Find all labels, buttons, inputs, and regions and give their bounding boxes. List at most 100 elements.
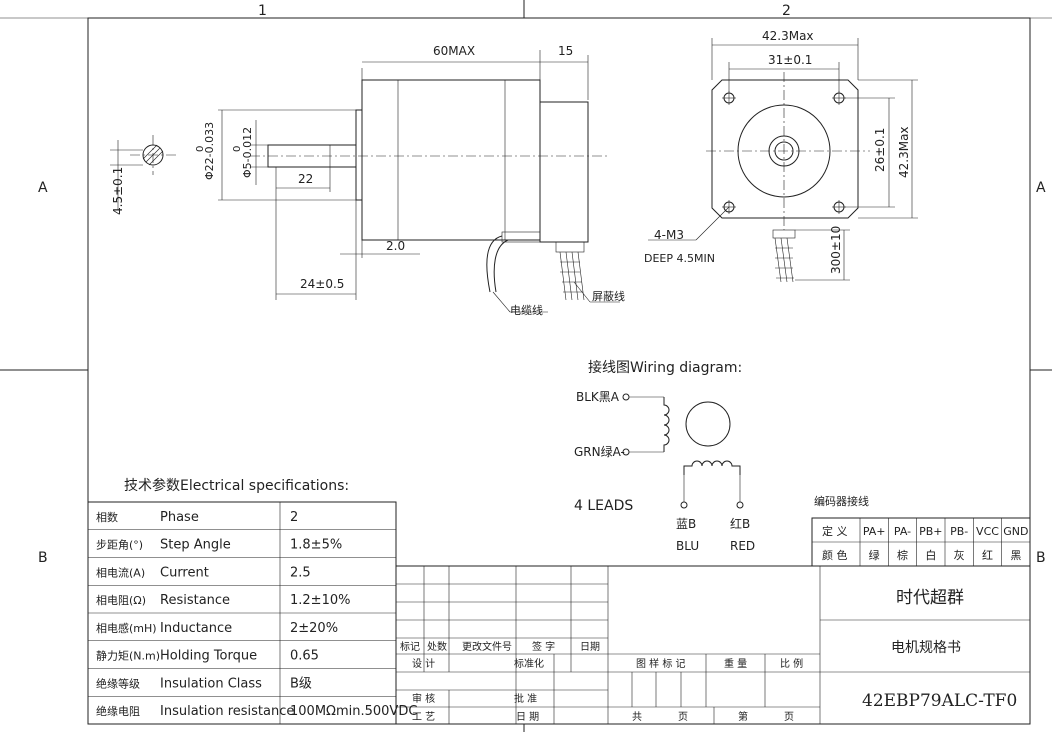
leads-label: 4 LEADS bbox=[574, 498, 633, 514]
tb-part-no: 42EBP79ALC-TF0 bbox=[862, 691, 1017, 711]
spec-value: 1.2±10% bbox=[290, 593, 350, 608]
tb-standard: 标准化 bbox=[514, 657, 544, 670]
spec-label-en: Resistance bbox=[160, 593, 230, 608]
encoder-pin: PA- bbox=[894, 525, 911, 538]
encoder-color: 白 bbox=[925, 548, 936, 562]
spec-value: B级 bbox=[290, 676, 312, 691]
wire-blk: BLK黑A bbox=[576, 390, 620, 404]
encoder-pin: PB- bbox=[950, 525, 968, 538]
spec-label-cn: 相电阻(Ω) bbox=[96, 594, 146, 607]
spec-row: 相数 Phase 2 bbox=[96, 510, 298, 525]
tb-drawing-mark: 图 样 标 记 bbox=[636, 657, 686, 670]
encoder-color: 黑 bbox=[1010, 549, 1021, 562]
spec-value: 2 bbox=[290, 510, 298, 525]
spec-label-cn: 绝缘电阻 bbox=[96, 704, 140, 718]
spec-label-en: Inductance bbox=[160, 621, 232, 636]
spec-label-en: Phase bbox=[160, 510, 199, 525]
wire-grn: GRN绿A- bbox=[574, 444, 625, 459]
tb-doc-name: 电机规格书 bbox=[891, 640, 961, 656]
spec-value: 1.8±5% bbox=[290, 538, 342, 553]
encoder-pin: PA+ bbox=[863, 525, 886, 538]
zone-row-a-right: A bbox=[1036, 180, 1046, 196]
tb-total: 共 bbox=[632, 711, 642, 723]
label-cable: 电缆线 bbox=[510, 303, 543, 317]
dim-shaft-len: 24±0.5 bbox=[300, 277, 344, 291]
tb-date: 日期 bbox=[580, 641, 600, 653]
tb-weight: 重 量 bbox=[724, 657, 747, 670]
spec-label-en: Insulation resistance bbox=[160, 704, 294, 719]
encoder-pin: GND bbox=[1003, 525, 1028, 538]
encoder-title: 编码器接线 bbox=[814, 494, 869, 508]
dim-shaft-small-tol: 0 bbox=[232, 146, 243, 152]
spec-label-cn: 静力矩(N.m) bbox=[96, 649, 160, 663]
tb-page: 页 bbox=[678, 711, 688, 723]
specs-title: 技术参数Electrical specifications: bbox=[124, 477, 349, 494]
spec-label-en: Step Angle bbox=[160, 538, 231, 553]
dim-hole-spacing-v: 26±0.1 bbox=[873, 128, 887, 172]
wire-red-cn: 红B bbox=[730, 516, 750, 531]
spec-row: 静力矩(N.m)Holding Torque 0.65 bbox=[96, 649, 319, 664]
encoder-pin: VCC bbox=[976, 525, 999, 538]
spec-label-cn: 相电流(A) bbox=[96, 565, 145, 579]
encoder-body bbox=[539, 101, 589, 243]
tb-review: 审 核 bbox=[412, 692, 435, 705]
dim-shaft-diameter-tol: 0 bbox=[195, 146, 206, 152]
spec-row: 相电阻(Ω) Resistance 1.2±10% bbox=[96, 593, 350, 608]
tb-sign: 签 字 bbox=[532, 640, 555, 653]
encoder-color-label: 颜 色 bbox=[822, 548, 848, 562]
encoder-color: 红 bbox=[982, 549, 993, 562]
tb-count: 处数 bbox=[427, 640, 447, 653]
tb-craft: 工 艺 bbox=[412, 711, 435, 723]
label-depth: DEEP 4.5MIN bbox=[644, 252, 715, 265]
tb-design: 设 计 bbox=[412, 657, 435, 670]
specs-table: 技术参数Electrical specifications: 相数 Phase 2 步… bbox=[87, 477, 417, 725]
side-view: 4.5±0.1 60MAX 15 Φ22-0.033 0 Φ5-0.012 0 bbox=[110, 44, 625, 317]
coil-b bbox=[683, 460, 741, 475]
title-block: 标记 处数 更改文件号 签 字 日期 设 计 标准化 审 核 批 准 工 艺 日… bbox=[395, 565, 1031, 725]
encoder-color: 灰 bbox=[954, 548, 965, 562]
encoder-pin: PB+ bbox=[919, 525, 942, 538]
tb-no: 第 bbox=[738, 710, 748, 723]
zone-row-b-right: B bbox=[1036, 550, 1046, 566]
label-shield: 屏蔽线 bbox=[592, 289, 625, 303]
spec-label-en: Insulation Class bbox=[160, 676, 262, 691]
wire-blu-en: BLU bbox=[676, 539, 699, 553]
spec-label-en: Holding Torque bbox=[160, 649, 257, 664]
dim-shaft-small: Φ5-0.012 bbox=[241, 127, 254, 178]
tb-scale: 比 例 bbox=[780, 657, 803, 670]
flange-outline bbox=[711, 79, 859, 219]
front-view: 42.3Max 31±0.1 26±0.1 42.3Max 300±10 4-M… bbox=[644, 29, 918, 283]
wire-blu-cn: 蓝B bbox=[676, 517, 696, 531]
tb-change-doc: 更改文件号 bbox=[462, 640, 512, 653]
spec-label-cn: 绝缘等级 bbox=[96, 676, 140, 690]
tb-approve: 批 准 bbox=[514, 692, 537, 705]
spec-label-cn: 步距角(°) bbox=[96, 539, 143, 552]
dim-flange: 15 bbox=[558, 44, 573, 58]
spec-value: 100MΩmin.500VDC bbox=[290, 704, 417, 719]
dim-length: 60MAX bbox=[433, 44, 475, 58]
dim-shaft-diameter: Φ22-0.033 bbox=[203, 122, 216, 180]
motor-body bbox=[361, 79, 541, 241]
zone-col-1: 1 bbox=[258, 3, 267, 19]
label-thread: 4-M3 bbox=[654, 228, 684, 242]
spec-value: 0.65 bbox=[290, 649, 319, 664]
wiring-diagram: 接线图Wiring diagram: BLK黑A GRN绿A- 4 LEADS … bbox=[574, 359, 755, 553]
encoder-color: 绿 bbox=[869, 548, 880, 562]
wire-red-en: RED bbox=[730, 539, 755, 553]
spec-label-cn: 相数 bbox=[96, 511, 118, 524]
tb-company: 时代超群 bbox=[896, 588, 964, 608]
wiring-title: 接线图Wiring diagram: bbox=[588, 359, 742, 376]
encoder-header-label: 定 义 bbox=[822, 524, 848, 538]
spec-label-en: Current bbox=[160, 565, 209, 580]
rotor-circle bbox=[685, 401, 731, 447]
coil-a bbox=[663, 397, 670, 452]
dim-lead: 300±10 bbox=[829, 226, 843, 274]
dim-outer: 42.3Max bbox=[762, 29, 814, 43]
spec-row: 步距角(°) Step Angle 1.8±5% bbox=[96, 538, 342, 553]
spec-value: 2±20% bbox=[290, 621, 338, 636]
